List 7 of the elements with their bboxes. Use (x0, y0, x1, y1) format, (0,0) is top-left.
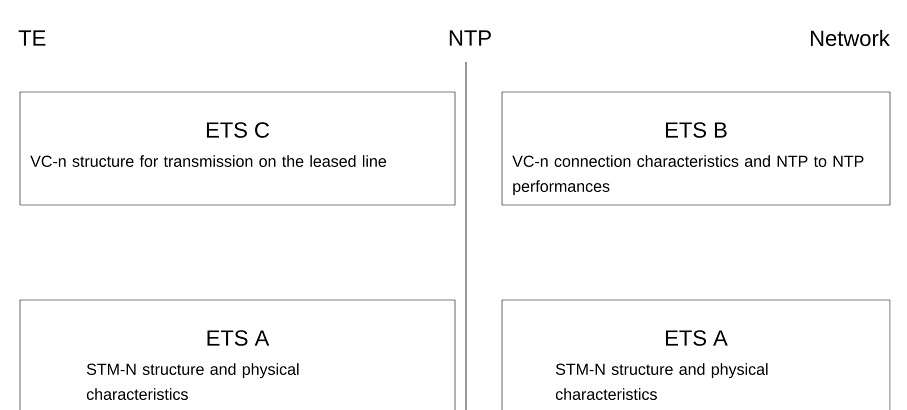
text-box: ETS A STM-N structure and physical characteristics (20, 300, 456, 410)
text-box: ETS C VC-n structure for transmission on the leased line (20, 92, 456, 206)
column-heading: Network (810, 30, 890, 46)
column-heading: NTP (450, 30, 491, 46)
text-box: ETS B VC-n connection characteristics and NTP to NTP performances (502, 92, 890, 206)
column-heading: TE (18, 30, 46, 46)
text-box: ETS A STM-N structure and physical characteristics (502, 300, 890, 410)
